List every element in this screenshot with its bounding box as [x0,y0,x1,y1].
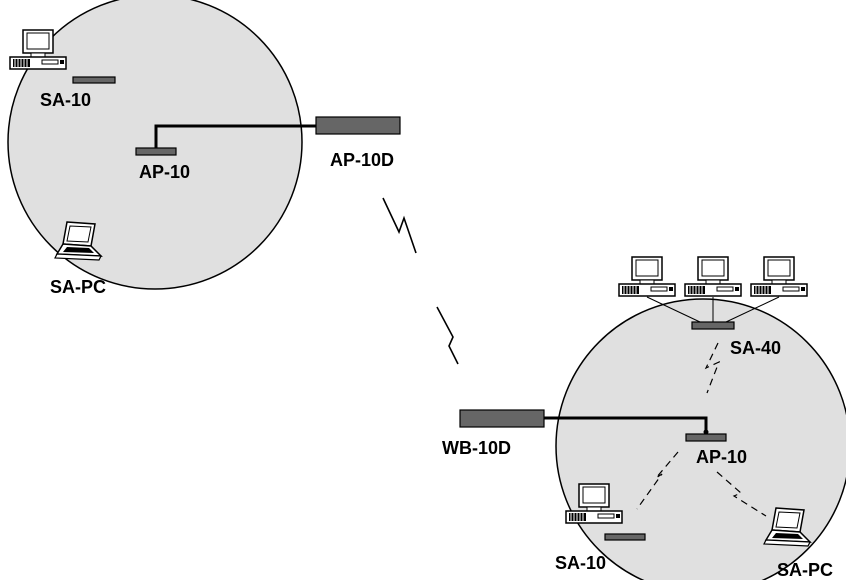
right-sapc-label: SA-PC [777,560,833,580]
sa40-adapter-icon [691,321,735,330]
sa40-ap10-wireless-link-icon [704,342,721,394]
wb10d-device-icon [459,409,545,428]
ap10-sa10-wireless-link-icon [636,451,679,510]
ap10d-label: AP-10D [330,150,394,170]
left-ap10-cable [154,124,317,148]
left-ap10-label: AP-10 [139,162,190,182]
sa40-fanout-lines [646,296,780,323]
wb10d-cable [544,416,708,434]
right-ap10-adapter-icon [685,433,727,442]
left-sa10-label: SA-10 [40,90,91,110]
ap10d-device-icon [315,116,401,135]
desktop-2-icon [684,256,742,297]
left-sa10-adapter-icon [72,76,116,84]
upper-lightning-link-icon [382,197,417,254]
desktop-3-icon [750,256,808,297]
right-sa10-label: SA-10 [555,553,606,573]
left-ap10-adapter-icon [135,147,177,156]
lower-lightning-link-icon [436,306,459,365]
ap10-sapc-wireless-link-icon [716,471,767,517]
ap10-antenna-dot [703,429,709,435]
right-ap10-label: AP-10 [696,447,747,467]
left-sapc-label: SA-PC [50,277,106,297]
desktop-1-icon [618,256,676,297]
sa40-label: SA-40 [730,338,781,358]
wb10d-label: WB-10D [442,438,511,458]
right-sa10-adapter-icon [604,533,646,541]
